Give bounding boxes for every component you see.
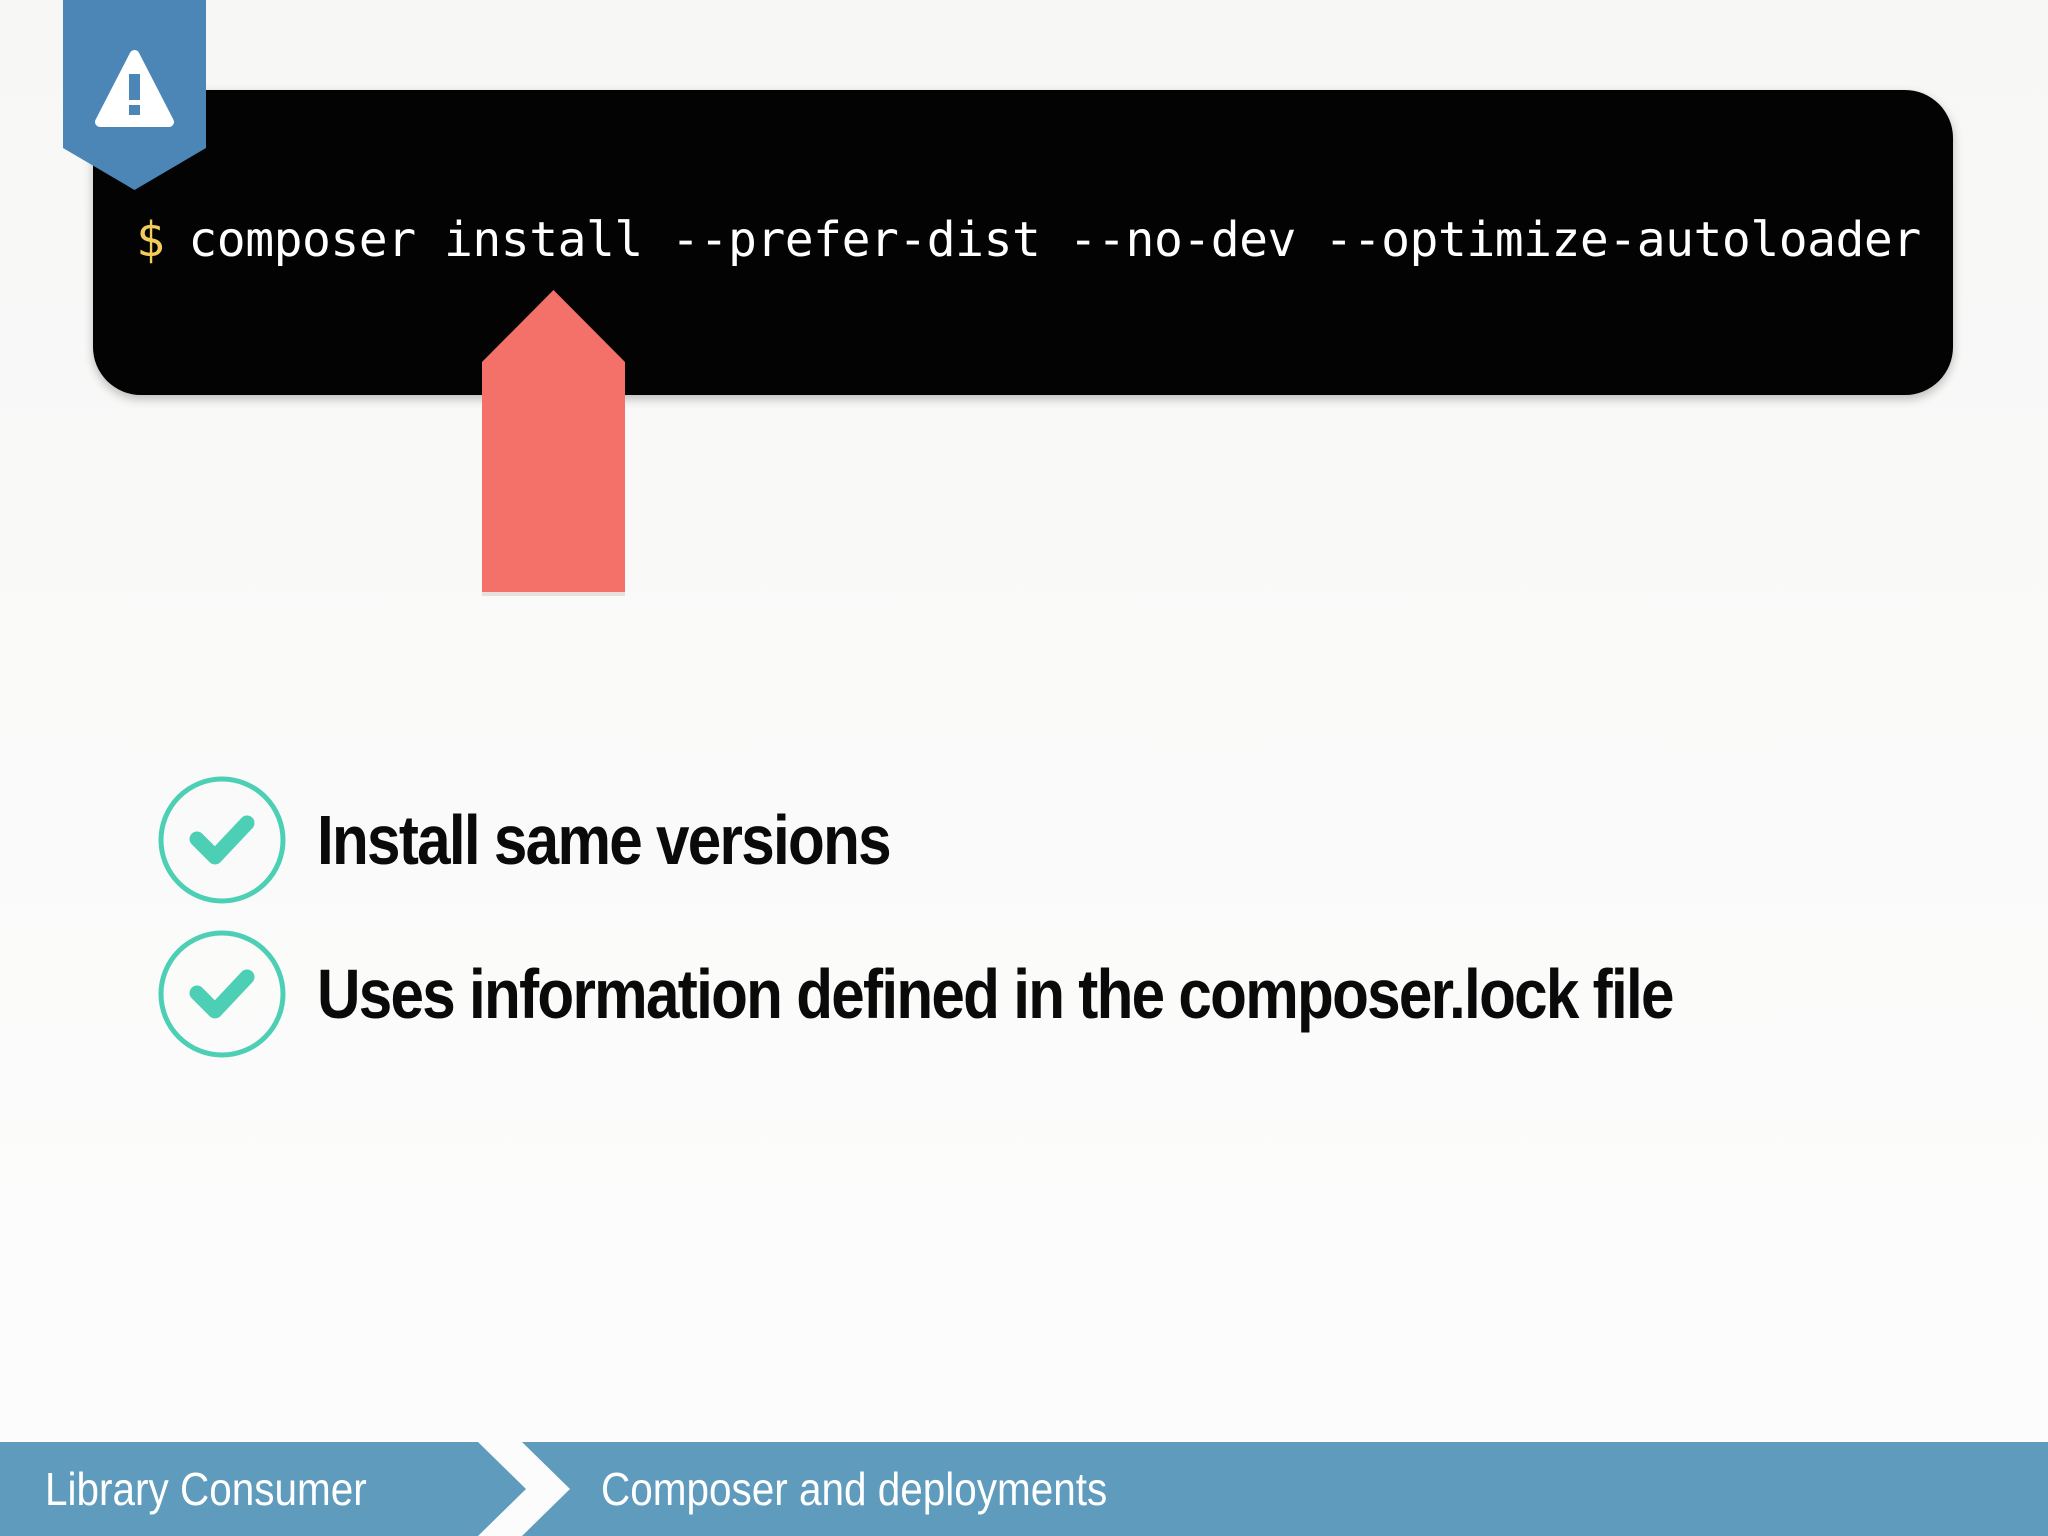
terminal-line: $ composer install --prefer-dist --no-dev… — [136, 210, 1921, 270]
terminal-block: $ composer install --prefer-dist --no-dev… — [93, 90, 1953, 395]
arrow-up-icon — [482, 290, 625, 596]
list-item: Uses information defined in the composer… — [157, 929, 1857, 1059]
warning-triangle-icon — [63, 0, 206, 190]
breadcrumb: Library Consumer Composer and deployment… — [0, 1442, 2048, 1536]
terminal-prompt: $ — [136, 212, 165, 268]
list-item: Install same versions — [157, 775, 1857, 905]
check-circle-icon — [157, 929, 287, 1059]
check-item-label: Install same versions — [317, 801, 892, 879]
warning-flag — [63, 0, 206, 190]
breadcrumb-item-composer-deployments[interactable]: Composer and deployments — [601, 1463, 1108, 1515]
check-item-label: Uses information defined in the composer… — [317, 955, 1674, 1033]
breadcrumb-background — [0, 1442, 2048, 1536]
terminal-command: composer install --prefer-dist --no-dev … — [188, 212, 1921, 268]
breadcrumb-item-library-consumer[interactable]: Library Consumer — [45, 1463, 367, 1515]
check-circle-icon — [157, 775, 287, 905]
